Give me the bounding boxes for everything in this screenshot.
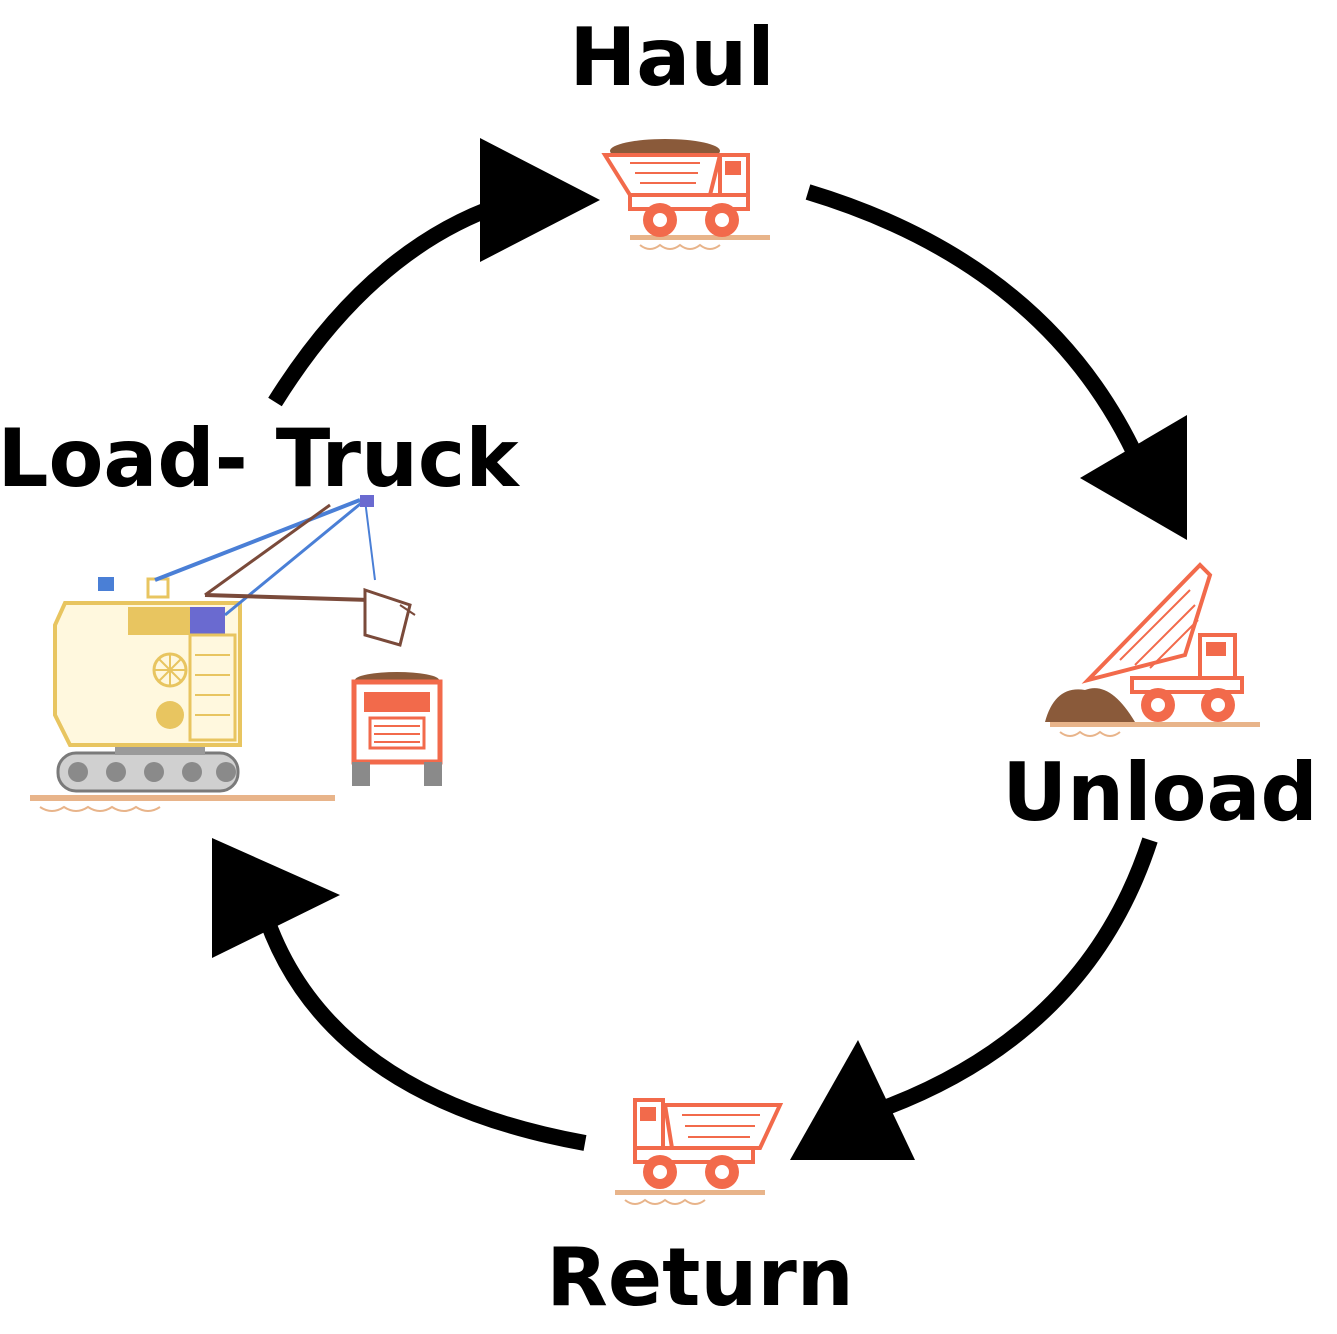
arrowhead-load (212, 838, 340, 958)
arrowhead-return (790, 1040, 915, 1160)
stage-label-haul: Haul (569, 11, 774, 104)
arrow-unload-to-return (862, 837, 1158, 1123)
arrow-return-to-load (254, 902, 587, 1151)
stage-label-unload: Unload (1002, 746, 1318, 839)
truck-front-icon (351, 672, 443, 786)
arrowhead-unload (1080, 415, 1187, 540)
arrowhead-haul (480, 138, 600, 262)
dumping-truck-icon (1045, 562, 1260, 737)
arrow-haul-to-unload (805, 184, 1148, 469)
loaded-dump-truck-icon (601, 139, 770, 250)
arrow-heads (212, 138, 1187, 1160)
excavator-shovel-icon (30, 495, 416, 812)
empty-dump-truck-icon (615, 1098, 784, 1205)
stage-label-load: Load- Truck (0, 412, 520, 505)
stage-label-return: Return (546, 1231, 853, 1324)
cycle-arrows (254, 184, 1158, 1151)
arrow-load-to-haul (268, 197, 503, 407)
